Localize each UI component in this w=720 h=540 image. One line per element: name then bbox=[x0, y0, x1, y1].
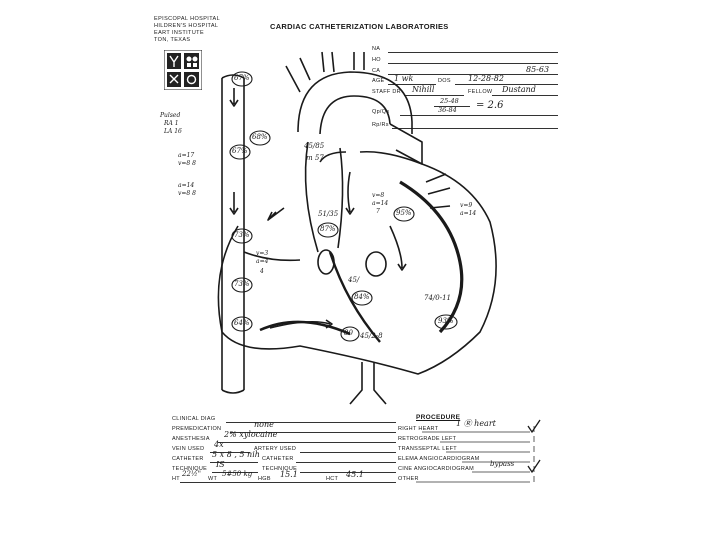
catheterization-form: EPISCOPAL HOSPITAL HILDREN'S HOSPITAL EA… bbox=[150, 12, 560, 490]
procedure-checkboxes bbox=[150, 12, 560, 490]
